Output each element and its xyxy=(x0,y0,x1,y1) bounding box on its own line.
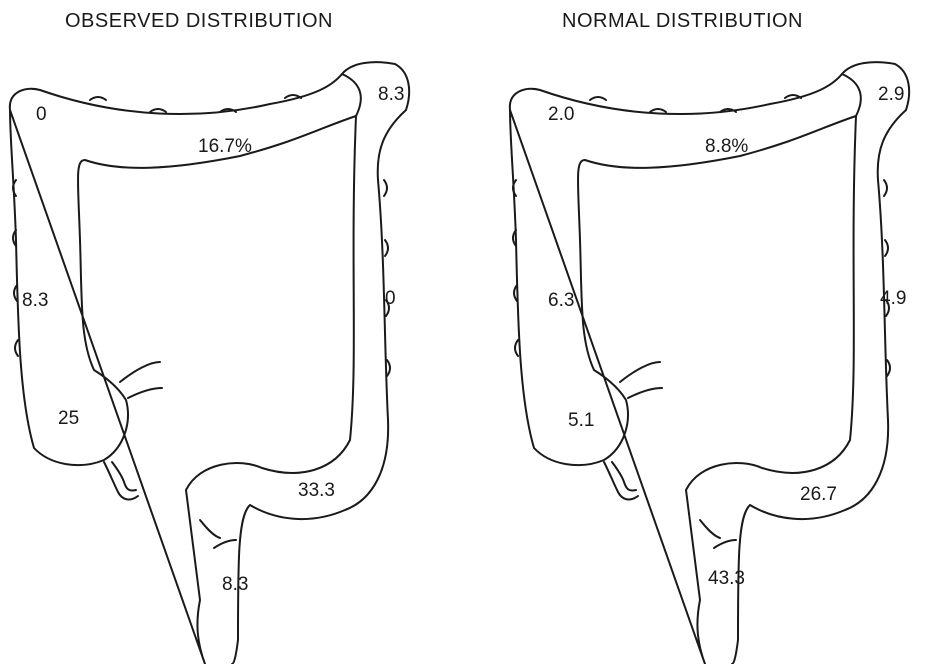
normal-hepatic-flexure-value: 2.0 xyxy=(548,104,574,125)
normal-transverse-value: 8.8% xyxy=(705,136,748,157)
normal-rectum-value: 43.3 xyxy=(708,568,745,589)
observed-rectum-value: 8.3 xyxy=(222,574,248,595)
observed-ascending-value: 8.3 xyxy=(22,290,48,311)
normal-ascending-value: 6.3 xyxy=(548,290,574,311)
normal-cecum-value: 5.1 xyxy=(568,410,594,431)
observed-sigmoid-value: 33.3 xyxy=(298,480,335,501)
normal-colon: 2.0 8.8% 2.9 6.3 4.9 5.1 26.7 43.3 xyxy=(510,62,909,664)
observed-transverse-value: 16.7% xyxy=(198,136,252,157)
observed-colon: 0 16.7% 8.3 8.3 0 25 33.3 8.3 xyxy=(10,62,409,664)
observed-cecum-value: 25 xyxy=(58,408,79,429)
normal-sigmoid-value: 26.7 xyxy=(800,484,837,505)
observed-splenic-flexure-value: 8.3 xyxy=(378,84,404,105)
normal-splenic-flexure-value: 2.9 xyxy=(878,84,904,105)
observed-hepatic-flexure-value: 0 xyxy=(36,104,47,125)
observed-descending-value: 0 xyxy=(385,288,396,309)
normal-descending-value: 4.9 xyxy=(880,288,906,309)
